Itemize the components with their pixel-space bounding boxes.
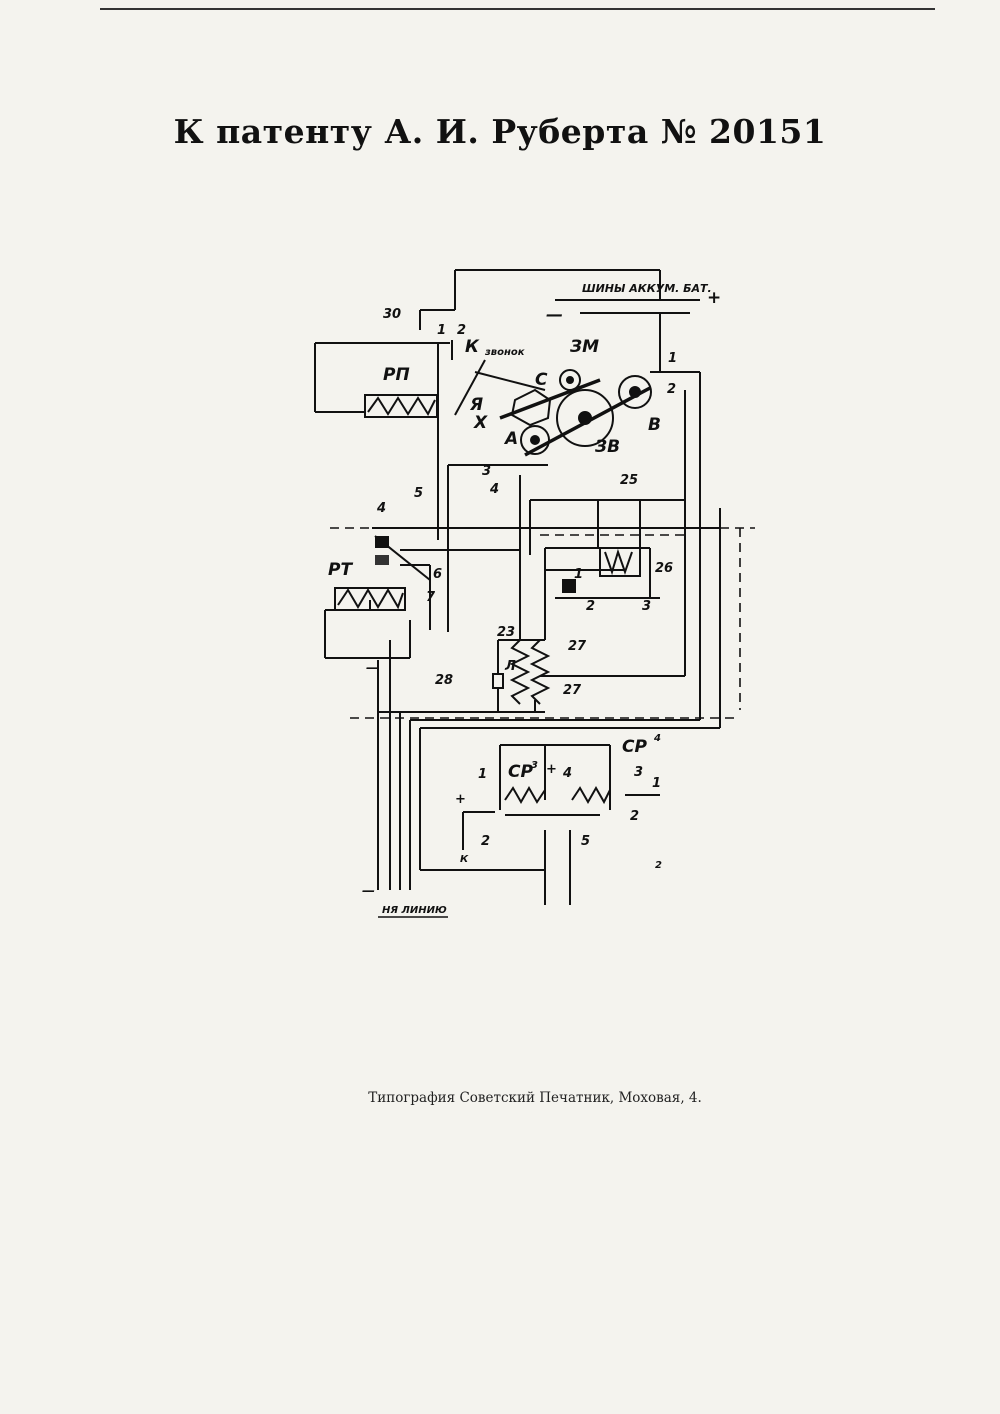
label-2e: 2 [630,809,639,824]
label-cp3-sup: 3 [531,760,538,771]
label-1e: 1 [652,776,661,791]
rt-armature [375,536,430,580]
label-v: В [648,415,661,435]
cp4-coil [572,788,610,802]
label-plus2: + [455,792,466,807]
bus-label: ШИНЫ АККУМ. БАТ. [582,282,712,295]
label-3c: 3 [642,599,651,614]
label-1c: 1 [574,567,583,582]
label-3d: 3 [634,765,643,780]
label-x: Х [473,413,488,433]
label-27b: 27 [563,683,582,698]
line-label: НЯ ЛИНИЮ [382,905,447,916]
label-rt: РТ [328,560,353,580]
printer-imprint: Типография Советский Печатник, Моховая, … [0,1090,1000,1106]
label-5: 5 [414,486,423,501]
minus-sign-bottom: — [362,884,375,899]
label-23: 23 [497,625,515,640]
label-4b: 4 [376,501,386,516]
label-3a: 3 [482,464,491,479]
label-30: 30 [383,307,401,322]
label-zv: ЗВ [594,437,620,457]
dashed-boundary [330,528,755,718]
label-cp4: СР [622,737,647,757]
label-2d: 2 [481,834,490,849]
label-plus3: + [546,762,557,777]
label-1d: 1 [478,767,487,782]
label-28: 28 [435,673,453,688]
capacitor-28 [493,674,503,688]
label-26: 26 [655,561,673,576]
label-27a: 27 [568,639,587,654]
label-k2: К [460,854,469,865]
label-4a: 4 [489,482,499,497]
cp3-coil [505,788,545,802]
label-5b: 5 [581,834,590,849]
label-1b: 1 [668,351,677,366]
label-il: Л [504,659,516,674]
label-two-mark: 2 [655,860,662,871]
label-zm: ЗМ [569,337,599,357]
label-cp3: СР [508,762,533,782]
label-1a: 1 [437,323,446,338]
plus-sign: + [707,288,721,308]
label-2c: 2 [586,599,595,614]
label-4c: 4 [562,766,572,781]
resistor-23 [512,640,548,704]
label-6: 6 [433,567,442,582]
minus-sign: — [546,305,563,325]
label-k: К [465,337,480,357]
minus-sign-left: — [366,661,379,676]
label-2b: 2 [667,382,676,397]
label-7: 7 [426,590,436,605]
label-cp4-sup: 4 [653,733,661,744]
label-a: А [503,429,518,449]
rp-coil [365,395,437,417]
speaker-label: звонок [484,347,525,358]
label-25: 25 [620,473,638,488]
label-2a: 2 [457,323,466,338]
label-rp: РП [383,365,410,385]
label-ya: Я [469,395,483,415]
label-c: С [535,370,548,390]
